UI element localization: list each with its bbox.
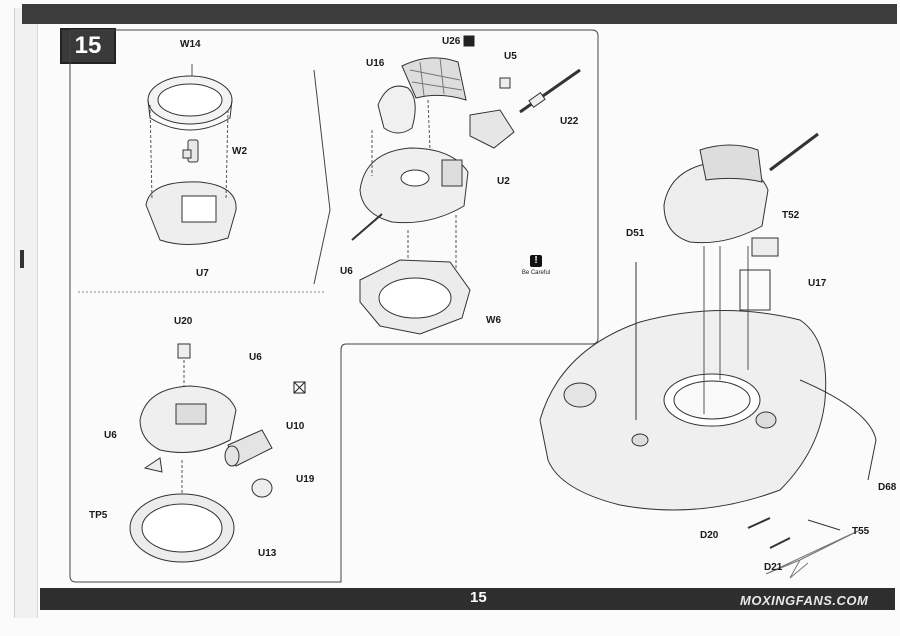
part-w14-ring [147, 75, 233, 131]
label-d68: D68 [878, 482, 897, 493]
part-u10-box [224, 429, 273, 467]
label-u5: U5 [504, 51, 517, 62]
label-w2: W2 [232, 146, 247, 157]
step-arrow [313, 69, 331, 285]
label-u20: U20 [174, 316, 193, 327]
label-u26: U26 [442, 36, 461, 47]
turret-assembly-lower [139, 385, 237, 453]
part-u7-base [145, 181, 237, 246]
label-u7: U7 [196, 268, 209, 279]
label-w14: W14 [180, 39, 201, 50]
part-w6-ring [359, 259, 471, 335]
part-u22-barrel [519, 68, 581, 114]
part-t55 [807, 519, 841, 531]
label-d51: D51 [626, 228, 645, 239]
watermark: MOXINGFANS.COM [740, 593, 869, 608]
turret-assembly-mid [359, 147, 469, 224]
part-u5 [499, 77, 511, 89]
label-u13: U13 [258, 548, 277, 559]
part-u19 [251, 478, 273, 498]
label-u6-mid: U6 [249, 352, 262, 363]
label-tp5: TP5 [89, 510, 108, 521]
part-d20 [747, 517, 771, 529]
part-d68-wire [799, 379, 877, 481]
paper-plane-logo [765, 529, 861, 579]
label-u6-top: U6 [340, 266, 353, 277]
label-t52: T52 [782, 210, 800, 221]
label-u10: U10 [286, 421, 305, 432]
label-u6-left: U6 [104, 430, 117, 441]
page-number: 15 [470, 589, 487, 606]
caution-note: ! Be Careful [518, 250, 554, 276]
part-u16-dome [377, 85, 416, 134]
part-u2-mantlet [469, 109, 515, 149]
label-w6: W6 [486, 315, 501, 326]
no-glue-icon [293, 381, 306, 394]
part-u13-ring [129, 493, 235, 563]
turret-assembled [663, 132, 819, 244]
part-u6-rod [351, 213, 383, 241]
part-u26-net [401, 57, 467, 101]
label-t55: T55 [852, 526, 870, 537]
part-t52 [751, 237, 779, 257]
part-tp5 [143, 457, 163, 473]
step-number-badge: 15 [60, 28, 116, 64]
label-d21: D21 [764, 562, 783, 573]
exclamation-icon: ! [530, 255, 542, 267]
part-u20 [177, 343, 191, 359]
panel-frame [69, 29, 599, 583]
part-d21 [769, 537, 791, 549]
part-u17-rail [739, 269, 771, 311]
label-u19: U19 [296, 474, 315, 485]
binding-mark [20, 250, 24, 268]
label-u16: U16 [366, 58, 385, 69]
caution-label: Be Careful [521, 270, 551, 276]
step-number: 15 [74, 32, 102, 59]
top-header-bar [22, 4, 897, 24]
binding-edge [14, 8, 38, 618]
footer-bar [40, 588, 895, 610]
part-w2 [182, 139, 199, 163]
label-u2: U2 [497, 176, 510, 187]
label-d20: D20 [700, 530, 719, 541]
u26-glue-icon [463, 35, 475, 47]
tank-hull [539, 309, 827, 511]
label-u17: U17 [808, 278, 827, 289]
label-u22: U22 [560, 116, 579, 127]
